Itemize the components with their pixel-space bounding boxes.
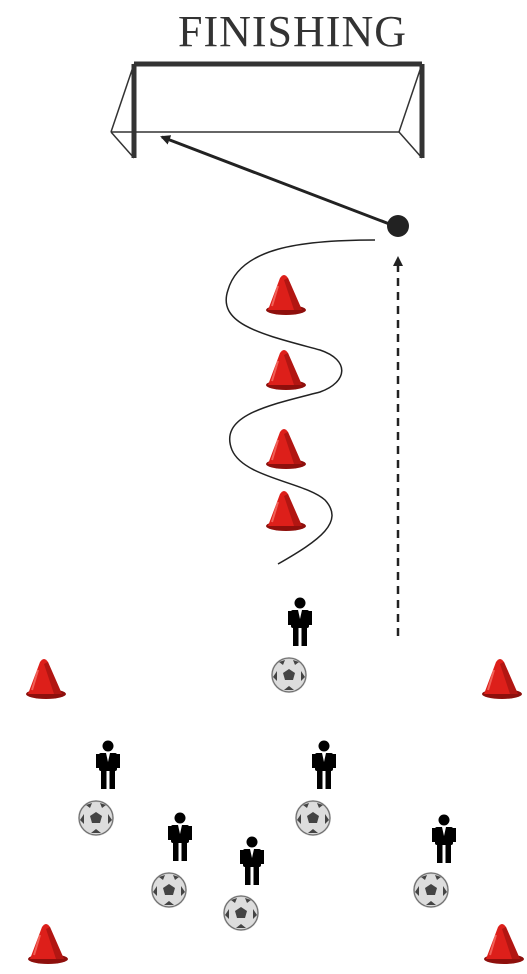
- soccer-ball-icon: [78, 800, 114, 836]
- soccer-ball-icon: [413, 872, 449, 908]
- cone-icon: [26, 659, 66, 699]
- goal-frame: [110, 61, 425, 159]
- cone-icon: [266, 429, 306, 469]
- cone-icon: [484, 924, 524, 964]
- cone-icon: [266, 350, 306, 390]
- player-figure-icon: [288, 597, 312, 646]
- cone-icon: [266, 491, 306, 531]
- dribble-path: [225, 239, 376, 565]
- soccer-ball-icon: [223, 895, 259, 931]
- player-figure-icon: [168, 812, 192, 861]
- soccer-ball-icon: [271, 657, 307, 693]
- player-figure-icon: [240, 836, 264, 885]
- soccer-ball-icon: [151, 872, 187, 908]
- player-figure-icon: [96, 740, 120, 789]
- balls-layer: [78, 657, 449, 931]
- shot-arrow: [160, 135, 393, 227]
- cone-icon: [28, 924, 68, 964]
- diagram-title: FINISHING: [178, 7, 407, 56]
- players-layer: [96, 597, 456, 885]
- cone-icon: [482, 659, 522, 699]
- cone-icon: [266, 275, 306, 315]
- cones-layer: [26, 275, 524, 964]
- player-figure-icon: [312, 740, 336, 789]
- soccer-ball-icon: [295, 800, 331, 836]
- player-figure-icon: [432, 814, 456, 863]
- ball-position-dot: [387, 215, 409, 237]
